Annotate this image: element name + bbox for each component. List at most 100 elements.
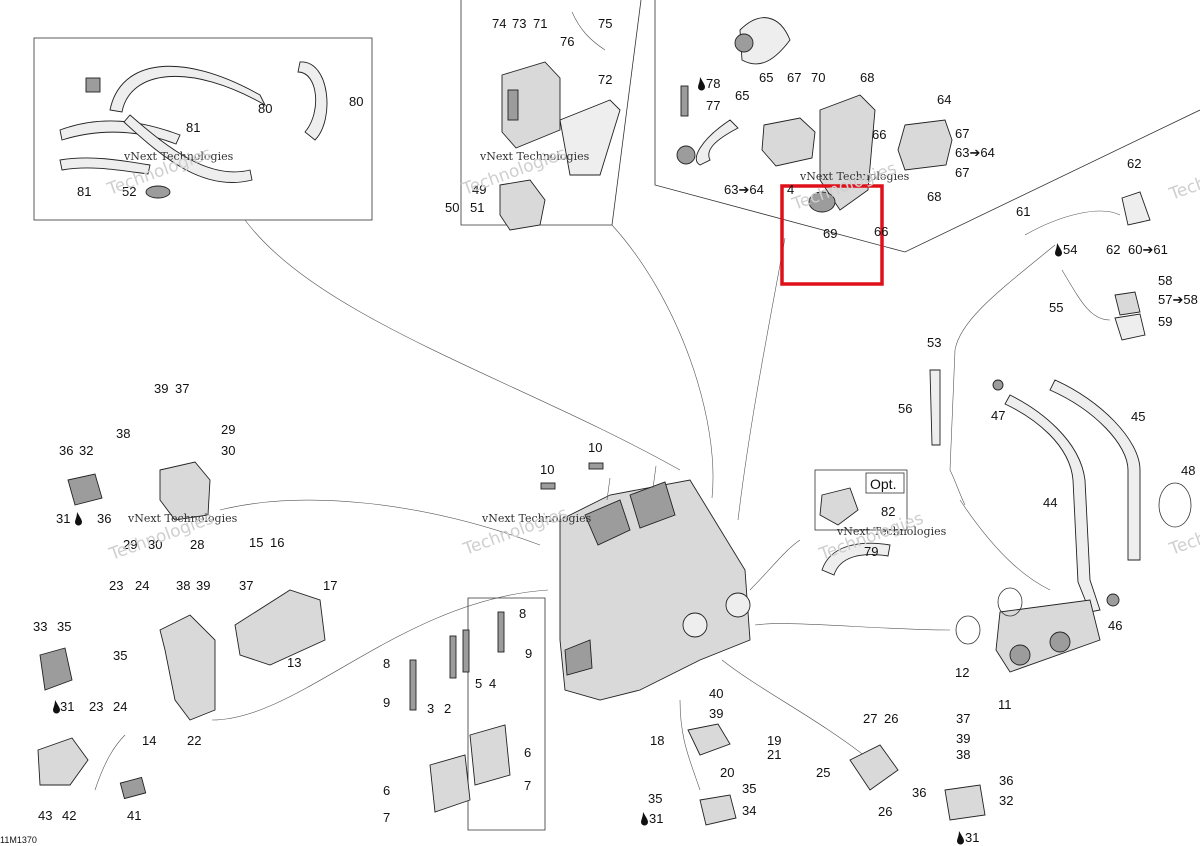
callout-57-58: 57➔58 <box>1158 292 1198 307</box>
fitting-10-a <box>540 482 556 490</box>
relay-57 <box>1114 291 1141 316</box>
spark-plug-77 <box>680 85 689 117</box>
inset-frame-hoses <box>33 37 373 221</box>
harness-55 <box>1061 269 1111 321</box>
callout-25: 25 <box>816 765 830 780</box>
callout-49: 49 <box>472 182 486 197</box>
throttle-bore-b <box>1049 631 1071 653</box>
harness-53 <box>949 244 1056 506</box>
spark-plug-10-b <box>652 465 657 489</box>
callout-7-a: 7 <box>524 778 531 793</box>
bracket-22 <box>159 614 216 721</box>
ecm-connector <box>507 89 519 121</box>
callout-24-a: 24 <box>135 578 149 593</box>
callout-78: 78 <box>706 76 720 91</box>
callout-46: 46 <box>1108 618 1122 633</box>
relation-line-mount-right <box>721 659 871 761</box>
nut-47 <box>992 379 1004 391</box>
callout-43: 43 <box>38 808 52 823</box>
callout-4-b: 4 <box>489 676 496 691</box>
oil-drop-icon <box>957 831 964 845</box>
inset-frame-option <box>814 469 908 531</box>
callout-79: 79 <box>864 544 878 559</box>
callout-5: 5 <box>475 676 482 691</box>
callout-77: 77 <box>706 98 720 113</box>
throttle-bore-a <box>1009 644 1031 666</box>
callout-29: 29 <box>221 422 235 437</box>
callout-45: 45 <box>1131 409 1145 424</box>
callout-34: 34 <box>742 803 756 818</box>
callout-31-b: 31 <box>60 699 74 714</box>
callout-9-b: 9 <box>383 695 390 710</box>
option-label: Opt. <box>870 476 896 492</box>
callout-74: 74 <box>492 16 506 31</box>
callout-9-a: 9 <box>525 646 532 661</box>
module-64 <box>897 119 953 171</box>
hose-80-right <box>297 61 328 141</box>
spark-plug-wire-65 <box>739 17 791 65</box>
coil-6-b <box>469 724 511 786</box>
callout-39-b: 39 <box>196 578 210 593</box>
callout-33: 33 <box>33 619 47 634</box>
part-figures <box>37 11 1192 826</box>
hose-81-bottom <box>59 157 151 175</box>
callout-23-a: 23 <box>109 578 123 593</box>
callout-70: 70 <box>811 70 825 85</box>
callout-7-b: 7 <box>383 810 390 825</box>
callout-66-b: 66 <box>874 224 888 239</box>
clamp-12-b <box>997 587 1023 617</box>
relation-line-throttle <box>754 623 951 631</box>
callout-38-a: 38 <box>116 426 130 441</box>
option-part-82 <box>819 487 859 526</box>
oil-drop-icon <box>1055 243 1062 257</box>
callout-21: 21 <box>767 747 781 762</box>
engine-intake-b <box>725 592 751 618</box>
callout-26-a: 26 <box>884 711 898 726</box>
callout-81-a: 81 <box>186 120 200 135</box>
callout-36-b: 36 <box>97 511 111 526</box>
callout-64: 64 <box>937 92 951 107</box>
option-label-box <box>865 472 905 494</box>
ignition-coil-63 <box>761 117 816 167</box>
mount-34 <box>699 794 737 826</box>
coil-6-a <box>429 754 471 813</box>
bracket-28 <box>159 461 211 521</box>
hose-81-left <box>59 120 181 145</box>
tube-56 <box>929 369 941 446</box>
callout-36-a: 36 <box>59 443 73 458</box>
highlight-box <box>780 184 884 286</box>
callout-67-c: 67 <box>955 165 969 180</box>
relation-line-ignition <box>737 237 786 521</box>
watermark-text: vNext Technologies <box>479 150 590 163</box>
clamp-12-a <box>955 615 981 645</box>
callout-24-b: 24 <box>113 699 127 714</box>
relation-line-mount-bottom <box>679 699 701 791</box>
relation-line-mount-left <box>219 499 541 546</box>
callout-82: 82 <box>881 504 895 519</box>
callout-20: 20 <box>720 765 734 780</box>
callout-68-a: 68 <box>860 70 874 85</box>
hose-45 <box>1049 379 1141 561</box>
callout-10-b: 10 <box>588 440 602 455</box>
watermark-text: vNext Technologies <box>836 525 947 538</box>
callout-36-d: 36 <box>912 785 926 800</box>
bracket-25 <box>849 744 899 791</box>
oil-drop-icon <box>641 812 648 826</box>
engine-intake-a <box>682 612 708 638</box>
callout-41: 41 <box>127 808 141 823</box>
callout-52: 52 <box>122 184 136 199</box>
callout-18: 18 <box>650 733 664 748</box>
callout-56: 56 <box>898 401 912 416</box>
cylinder-head-left <box>584 499 631 546</box>
spark-plug-10-a <box>606 477 611 501</box>
watermark-text: vNext Technologies <box>123 150 234 163</box>
hose-80-upper <box>109 65 267 113</box>
harness-61 <box>1024 210 1121 236</box>
clamp-48 <box>1158 482 1192 528</box>
callout-35-d: 35 <box>648 791 662 806</box>
relation-line-hoses <box>244 219 681 471</box>
callout-35-b: 35 <box>113 648 127 663</box>
callout-26-b: 26 <box>878 804 892 819</box>
callout-40: 40 <box>709 686 723 701</box>
